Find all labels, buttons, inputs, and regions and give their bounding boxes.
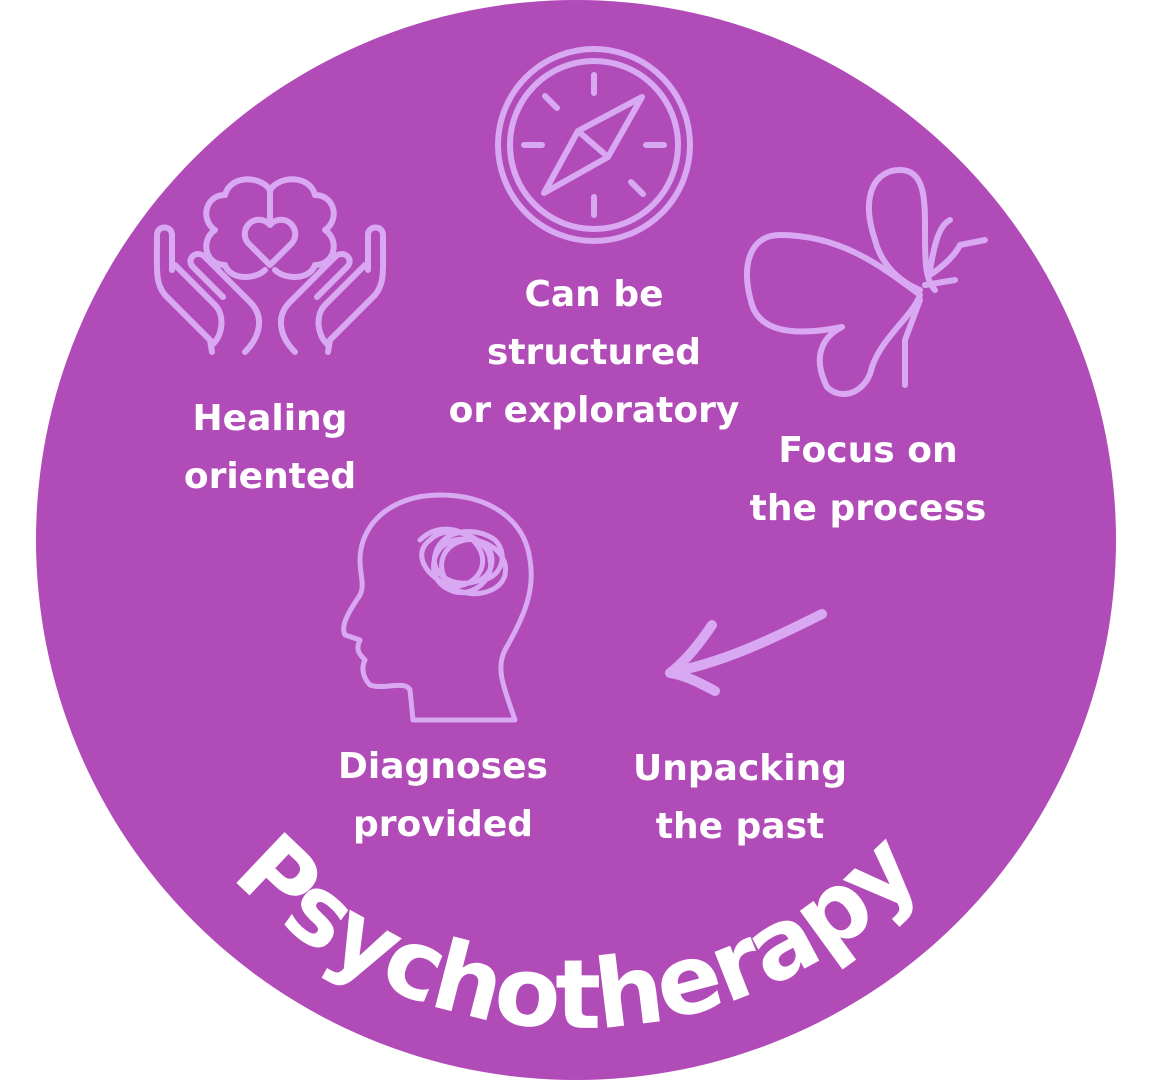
tangled-head-icon [341,492,534,723]
label-line: structured [486,332,702,373]
compass-icon [495,46,693,244]
hands-heart-brain-icon [153,176,387,355]
label-line: Healing [192,398,348,439]
butterfly-icon [744,167,988,398]
label-line: provided [352,804,534,845]
label-line: or exploratory [448,390,740,431]
label-healing-oriented: Healing oriented [150,390,390,506]
label-focus-on-process: Focus on the process [728,422,1008,538]
label-diagnoses-provided: Diagnoses provided [313,738,573,854]
label-line: Unpacking [633,748,847,789]
purple-circle [36,0,1116,1080]
label-line: the process [749,488,987,529]
label-line: oriented [183,456,357,497]
label-structured-or-exploratory: Can be structured or exploratory [434,266,754,440]
label-unpacking-the-past: Unpacking the past [610,740,870,856]
label-line: Focus on [778,430,958,471]
label-line: Diagnoses [338,746,548,787]
curved-arrow-icon [665,609,827,696]
label-line: the past [655,806,825,847]
label-line: Can be [524,274,664,315]
